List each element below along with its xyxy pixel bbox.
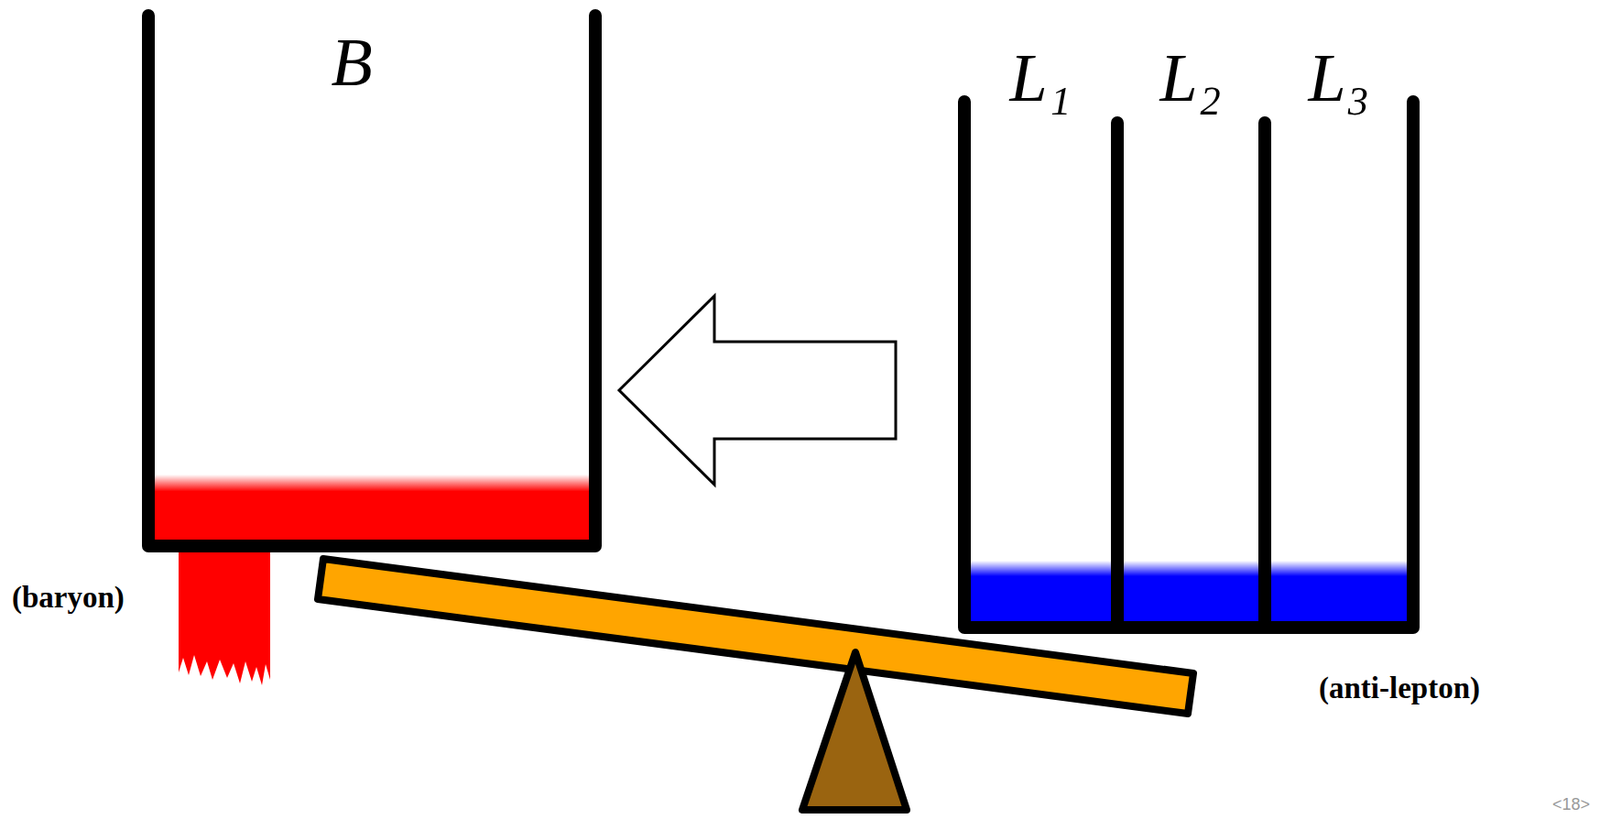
block-arrow — [619, 295, 896, 485]
particle-label: (baryon) — [11, 580, 125, 614]
seesaw-plank — [317, 558, 1194, 714]
bucket-divider — [1258, 122, 1272, 628]
bucket-wall — [148, 15, 596, 546]
quantum-number-symbol: L₂ — [1160, 43, 1222, 112]
baryon-leak — [178, 535, 271, 686]
baryon-liquid — [154, 474, 589, 543]
lepton-liquid — [970, 560, 1407, 623]
particle-label: (anti-lepton) — [1318, 671, 1481, 705]
quantum-number-symbol: L₃ — [1308, 43, 1371, 112]
bucket-divider — [1110, 122, 1124, 628]
quantum-number-symbol: L₁ — [1010, 43, 1072, 112]
page-number: <18> — [1552, 794, 1590, 815]
baryon-bucket: B — [148, 15, 596, 546]
lepton-bucket: L₁ L₂ L₃ — [964, 36, 1414, 628]
seesaw-fulcrum — [802, 652, 907, 810]
bucket-outline — [964, 36, 1414, 628]
quantum-number-symbol: B — [330, 28, 372, 97]
bucket-wall — [964, 101, 1414, 628]
